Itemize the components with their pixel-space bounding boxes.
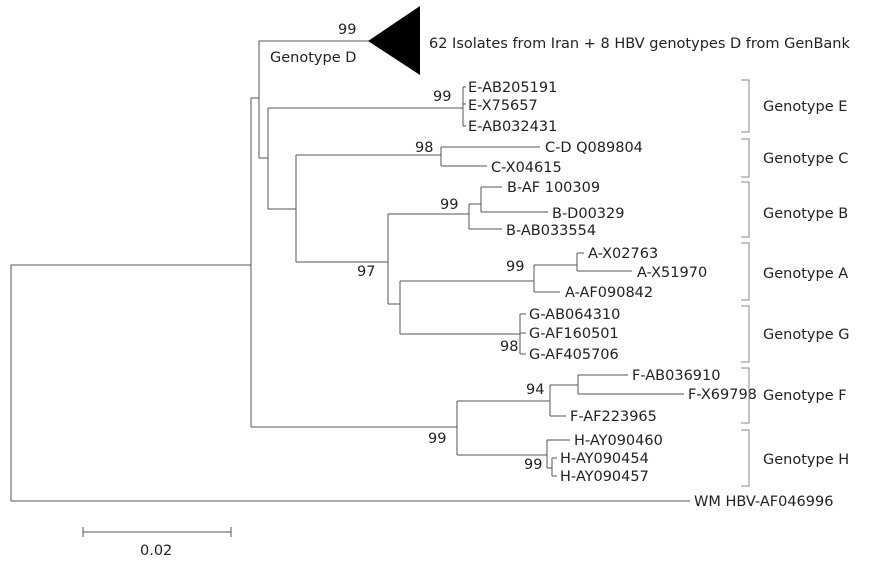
taxon-label: C-D Q089804 <box>545 140 643 156</box>
taxon-label: F-AF223965 <box>570 409 657 425</box>
bracket-genotype-f <box>741 367 750 424</box>
taxon-label: A-X02763 <box>588 246 658 262</box>
bracket-genotype-h <box>741 429 750 487</box>
bootstrap-d: 99 <box>338 22 356 38</box>
bracket-genotype-b <box>741 181 750 238</box>
genotype-label-e: Genotype E <box>763 99 847 115</box>
genotype-label-g: Genotype G <box>763 327 849 343</box>
genotype-label-h: Genotype H <box>763 452 849 468</box>
genotype-labels: Genotype E Genotype C Genotype B Genotyp… <box>763 99 849 468</box>
taxon-label: H-AY090454 <box>560 451 649 467</box>
bootstrap-value: 94 <box>526 382 544 398</box>
bracket-genotype-e <box>741 79 750 133</box>
taxon-label: F-AB036910 <box>632 368 720 384</box>
bootstrap-value: 99 <box>428 431 446 447</box>
taxon-label-outgroup: WM HBV-AF046996 <box>694 494 833 510</box>
taxon-label: G-AF405706 <box>529 347 619 363</box>
taxon-label: E-X75657 <box>468 98 538 114</box>
tree-branches <box>10 40 690 502</box>
taxon-label: A-AF090842 <box>565 285 653 301</box>
collapsed-clade-description: 62 Isolates from Iran + 8 HBV genotypes … <box>429 36 850 52</box>
taxon-label: E-AB205191 <box>468 80 557 96</box>
collapsed-clade-triangle <box>368 6 420 75</box>
taxon-label: E-AB032431 <box>468 119 557 135</box>
bracket-genotype-a <box>741 242 750 301</box>
scale-bar: 0.02 <box>82 527 232 559</box>
bootstrap-value: 99 <box>524 457 542 473</box>
taxon-label: H-AY090457 <box>560 469 649 485</box>
bootstrap-value: 98 <box>415 140 433 156</box>
taxon-label: C-X04615 <box>491 160 562 176</box>
bootstrap-value: 97 <box>357 264 375 280</box>
taxon-label: H-AY090460 <box>574 433 663 449</box>
taxon-label: B-AF 100309 <box>507 180 600 196</box>
scale-bar-label: 0.02 <box>140 543 172 559</box>
genotype-label-c: Genotype C <box>763 151 848 167</box>
taxon-label: B-D00329 <box>552 206 624 222</box>
taxon-labels: E-AB205191 E-X75657 E-AB032431 C-D Q0898… <box>468 80 833 510</box>
genotype-brackets <box>741 79 750 487</box>
bootstrap-value: 99 <box>440 197 458 213</box>
taxon-label: B-AB033554 <box>506 223 596 239</box>
collapsed-clade-label: Genotype D <box>270 50 356 66</box>
taxon-label: F-X69798 <box>688 387 757 403</box>
genotype-label-f: Genotype F <box>763 388 847 404</box>
bootstrap-value: 99 <box>433 89 451 105</box>
bootstrap-value: 98 <box>500 339 518 355</box>
taxon-label: G-AF160501 <box>529 326 619 342</box>
genotype-label-b: Genotype B <box>763 206 848 222</box>
bootstrap-values: 99 98 99 97 99 98 94 99 99 <box>357 89 544 473</box>
taxon-label: A-X51970 <box>637 265 707 281</box>
genotype-label-a: Genotype A <box>763 266 848 282</box>
bracket-genotype-c <box>741 138 750 178</box>
bootstrap-value: 99 <box>506 259 524 275</box>
taxon-label: G-AB064310 <box>529 307 620 323</box>
bracket-genotype-g <box>741 305 750 363</box>
